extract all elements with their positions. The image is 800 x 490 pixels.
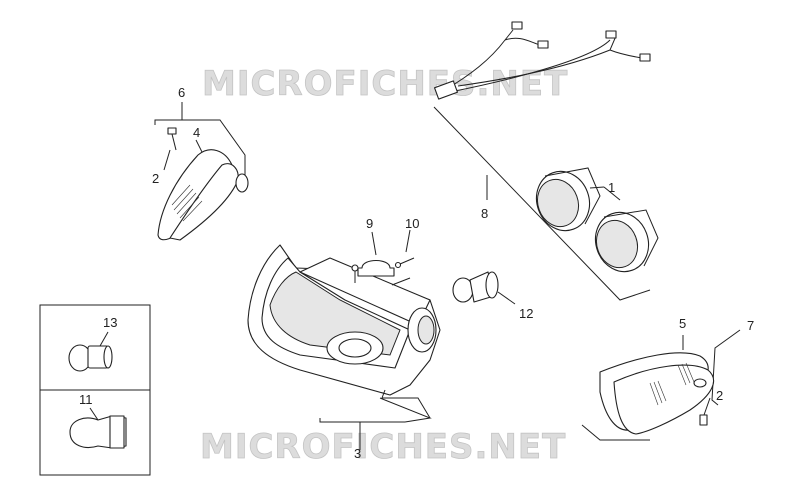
bulb-13 <box>68 331 113 372</box>
lamp-ring-lower <box>594 209 659 273</box>
mounting-clip <box>357 231 395 277</box>
callout-10: 10 <box>405 216 419 231</box>
callout-9: 9 <box>366 216 373 231</box>
callout-1: 1 <box>608 180 615 195</box>
callout-2-right: 2 <box>716 388 723 403</box>
callout-4: 4 <box>193 125 200 140</box>
callout-7: 7 <box>747 318 754 333</box>
callout-3: 3 <box>354 446 361 461</box>
bulb-12 <box>452 271 516 305</box>
callouts: 1 2 2 3 4 5 6 7 8 9 10 11 12 13 <box>79 85 754 461</box>
inset-box <box>39 304 151 476</box>
left-indicator <box>154 102 249 241</box>
headlight-assembly <box>247 244 441 450</box>
watermark-bottom: MICROFICHES.NET <box>200 427 566 467</box>
bulb-11 <box>69 407 127 449</box>
right-indicator <box>581 329 741 441</box>
callout-5: 5 <box>679 316 686 331</box>
watermark-top: MICROFICHES.NET <box>202 64 568 104</box>
callout-6: 6 <box>178 85 185 100</box>
callout-8: 8 <box>481 206 488 221</box>
lamp-ring-upper <box>535 167 601 232</box>
screw-10 <box>391 229 415 286</box>
callout-13: 13 <box>103 315 117 330</box>
callout-12: 12 <box>519 306 533 321</box>
callout-2-left: 2 <box>152 171 159 186</box>
callout-11: 11 <box>79 392 93 407</box>
wiring-harness <box>433 21 651 301</box>
